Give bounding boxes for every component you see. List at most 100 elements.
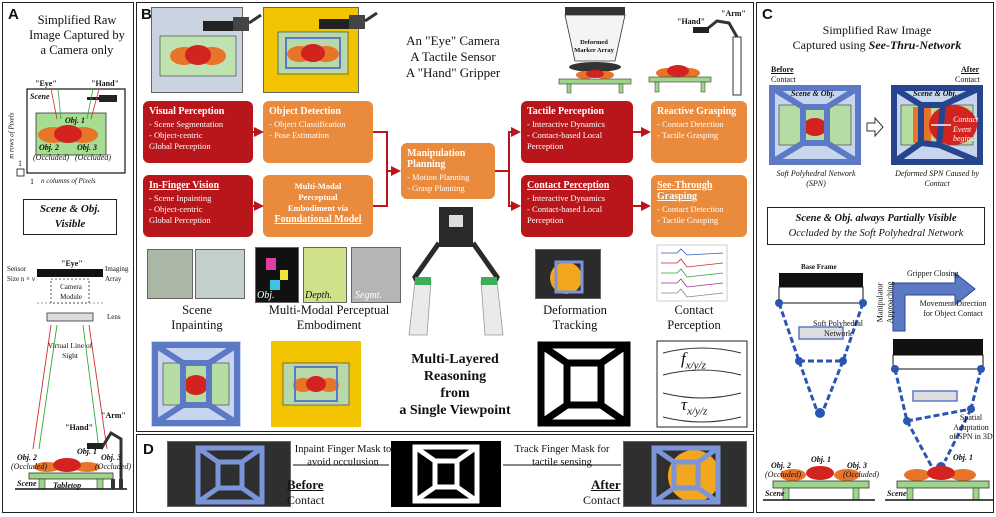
gripper-closing-label: Gripper Closing	[907, 269, 959, 278]
panel-c: C Simplified Raw Image Captured using Se…	[756, 2, 994, 513]
movement-direction-label: Movement Direction for Object Contact	[919, 299, 987, 318]
panel-c-title-line2: Captured using See-Thru-Network	[767, 38, 987, 53]
depth-thumb	[303, 247, 347, 303]
force-symbol: f	[681, 349, 686, 368]
panel-a-one-bottom: 1	[30, 177, 34, 186]
hand-label-b: "Hand"	[677, 17, 706, 26]
object-detection-item-2: - Pose Estimation	[269, 130, 329, 140]
multimodal-line-2: Perceptual	[298, 192, 338, 202]
panel-a-obj1-b: Obj. 1	[77, 447, 97, 456]
deformed-spn-label: Deformed SPN Caused by Contact	[895, 169, 979, 188]
panel-a-camera-module: Camera Module	[60, 283, 82, 301]
panel-a-visible-box-word: Visible	[54, 218, 86, 230]
tactile-perception-item-2: - Contact-based Local	[527, 130, 603, 140]
before-label: Before	[287, 477, 324, 492]
see-through-grasping-box[interactable]: See-Through Grasping - Contact Detection…	[651, 175, 747, 237]
tactile-sensor-drawing	[558, 7, 632, 94]
c-occluded-3: (Occluded)	[843, 470, 879, 479]
reasoning-line-2: Reasoning	[423, 369, 487, 384]
spn-before-image	[769, 85, 861, 165]
foundational-model-link[interactable]: Foundational Model	[274, 214, 362, 225]
inpaint-text: Inpaint Finger Mask to avoid occulusion	[294, 444, 392, 468]
panel-a-tabletop: Tabletop	[53, 481, 82, 490]
panel-a-obj3: Obj. 3	[77, 143, 97, 152]
panel-a-visible-box: Scene & Obj. Visible	[23, 199, 117, 235]
panel-a-eye-camera: "Eye"	[61, 259, 83, 268]
contact-perception-box[interactable]: Contact Perception - Interactive Dynamic…	[521, 175, 633, 237]
manipulation-planning-box[interactable]: Manipulation Planning - Motion Planning …	[401, 143, 495, 199]
visual-perception-item-2: - Object-centric	[149, 130, 203, 140]
in-finger-vision-item-3: Global Perception	[149, 215, 211, 225]
depth-thumb-label: Depth.	[305, 290, 332, 301]
base-frame-label: Base Frame	[801, 263, 837, 271]
panel-c-title-em: See-Thru-Network	[868, 38, 962, 52]
spn-network-label: Soft Polyhedral Network	[813, 319, 863, 338]
manipulation-item-1: - Motion Planning	[407, 172, 470, 182]
panel-a-sensor-size: Sensor Size n × v	[7, 265, 36, 283]
partially-line2: Occluded by the Soft Polyhedral Network	[788, 228, 964, 239]
spatial-adaptation-label: Spatial Adaptation of SPN in 3D	[949, 413, 993, 441]
manipulation-planning-title: Manipulation Planning	[407, 148, 466, 170]
panel-c-title-prefix: Captured using	[792, 38, 869, 52]
reactive-grasping-item-2: - Tactile Grasping	[657, 130, 719, 140]
scene-obj-before: Scene & Obj.	[791, 89, 835, 98]
deformed-marker-label: Deformed Marker Array	[574, 39, 614, 54]
panel-a-lens: Lens	[107, 313, 121, 321]
multimodal-box[interactable]: Multi-Modal Perceptual Embodiment via Fo…	[263, 175, 373, 237]
visual-perception-box[interactable]: Visual Perception - Scene Segmentation -…	[143, 101, 253, 163]
deformation-tracking-caption: Deformation Tracking	[543, 303, 607, 332]
panel-a-title: Simplified Raw Image Captured by a Camer…	[29, 13, 125, 57]
panel-a-label: A	[8, 6, 19, 23]
c-occluded-2: (Occluded)	[765, 470, 801, 479]
spn-mechanism-diagram	[763, 271, 993, 501]
top-robot-arm-icon-2	[319, 11, 378, 29]
after-contact-photo	[623, 441, 747, 507]
partially-visible-box: Scene & Obj. always Partially Visible Oc…	[767, 207, 985, 245]
panel-a-imaging-array: Imaging Array	[105, 265, 129, 283]
see-through-title: See-Through Grasping	[657, 180, 713, 202]
in-finger-vision-item-2: - Object-centric	[149, 204, 203, 214]
scene-obj-after: Scene & Obj.	[913, 89, 957, 98]
reactive-grasping-item-1: - Contact Detection	[657, 119, 724, 129]
partially-line1: Scene & Obj. always Partially Visible	[768, 211, 984, 226]
inpainting-thumb-2	[195, 249, 245, 299]
spn-after-image	[891, 85, 983, 165]
partially-line1-a: Scene & Obj. always	[795, 213, 888, 224]
see-through-item-2: - Tactile Grasping	[657, 215, 719, 225]
top-robot-arm-icon	[203, 13, 262, 31]
c-scene-right: Scene	[887, 489, 907, 498]
before-contact-label: Contact	[287, 493, 325, 507]
top-yellow-thumbnail	[263, 7, 359, 93]
torque-subscript: x/y/z	[687, 405, 708, 418]
panel-a-scene-diagram	[15, 88, 127, 490]
header-line-2: A Tactile Sensor	[410, 49, 496, 64]
c-obj3-left: Obj. 3	[847, 461, 867, 470]
panel-a-scene-label: Scene	[30, 92, 50, 101]
c-obj1-right: Obj. 1	[953, 453, 973, 462]
in-finger-vision-item-1: - Scene Inpainting	[149, 193, 212, 203]
object-detection-box[interactable]: Object Detection - Object Classification…	[263, 101, 373, 163]
after-contact-label: Contact	[583, 493, 621, 507]
visual-perception-title: Visual Perception	[149, 106, 225, 117]
panel-a-scene-bottom: Scene	[17, 479, 37, 488]
track-text: Track Finger Mask for tactile sensing	[514, 444, 610, 468]
before-c-label: Before	[771, 65, 794, 74]
panel-c-title: Simplified Raw Image Captured using See-…	[767, 23, 987, 53]
reactive-grasping-box[interactable]: Reactive Grasping - Contact Detection - …	[651, 101, 747, 163]
panel-a-obj2: Obj. 2	[39, 143, 59, 152]
panel-a-cols-axis: n columns of Pixels	[41, 177, 96, 185]
spn-yellow-icon	[271, 341, 361, 427]
panel-a-occluded-2: (Occluded)	[33, 153, 69, 162]
tactile-perception-box[interactable]: Tactile Perception - Interactive Dynamic…	[521, 101, 633, 163]
panel-a-eye-label: "Eye"	[35, 79, 57, 88]
before-c-contact: Contact	[771, 75, 796, 84]
contact-event-label: Contact Event begins	[953, 115, 979, 143]
panel-a-occluded-3b: (Occluded)	[95, 462, 131, 471]
after-c-contact: Contact	[955, 75, 980, 84]
header-line-1: An "Eye" Camera	[406, 33, 500, 48]
panel-a-occluded-2b: (Occluded)	[11, 462, 47, 471]
segmt-thumb	[351, 247, 401, 303]
reasoning-line-4: a Single Viewpoint	[399, 403, 511, 418]
panel-a-obj1: Obj. 1	[65, 116, 85, 125]
in-finger-vision-box[interactable]: In-Finger Vision - Scene Inpainting - Ob…	[143, 175, 253, 237]
